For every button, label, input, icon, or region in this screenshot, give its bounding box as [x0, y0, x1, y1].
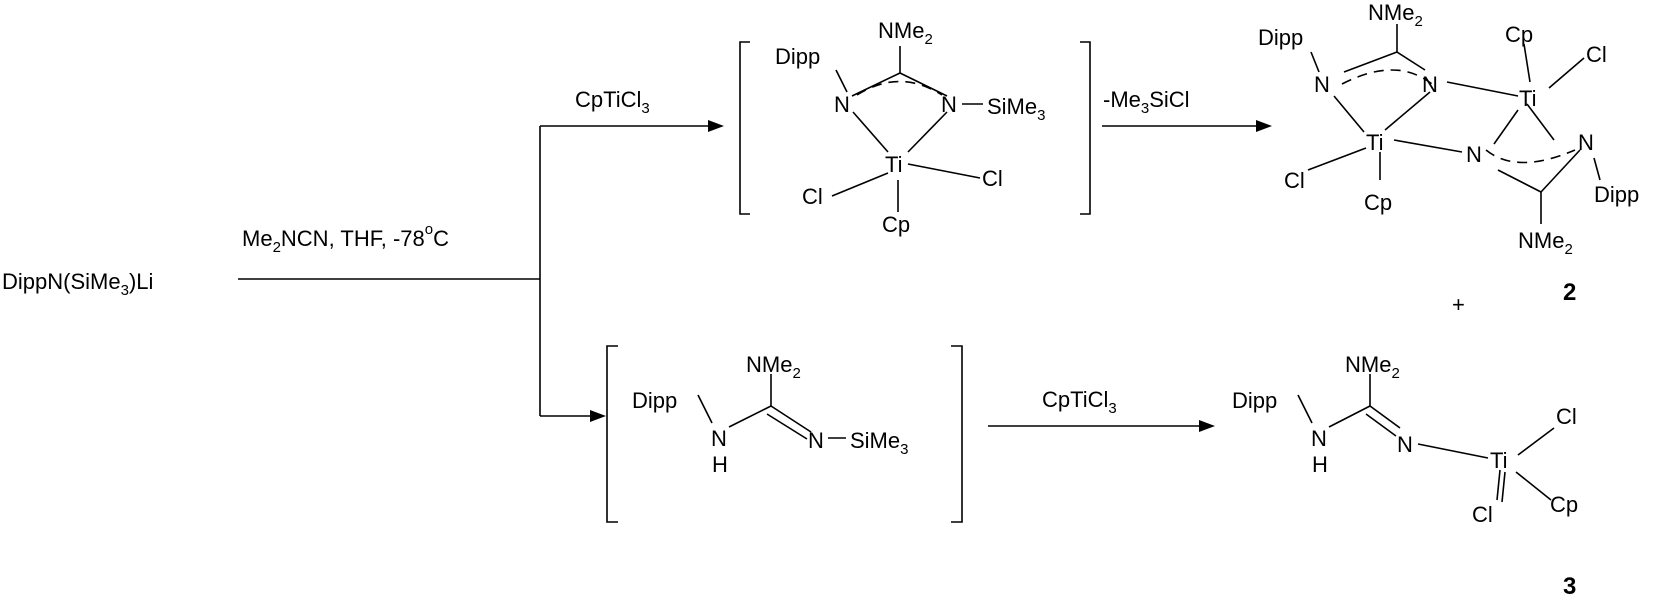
bond: [1497, 169, 1542, 193]
bond: [1446, 81, 1519, 97]
atom-nme2: NMe2: [1368, 0, 1423, 30]
atom-dipp: Dipp: [775, 44, 820, 69]
plus-sign: +: [1452, 292, 1465, 317]
bond: [1515, 471, 1552, 501]
bond: [1593, 157, 1601, 181]
bond: [770, 405, 812, 433]
atom-n: N: [941, 92, 957, 117]
atom-dipp: Dipp: [1232, 388, 1277, 413]
bond: [1369, 405, 1401, 429]
atom-n: N: [1397, 432, 1413, 457]
atom-sime3: SiMe3: [987, 94, 1045, 124]
atom-sime3: SiMe3: [850, 428, 908, 458]
atom-n: N: [808, 428, 824, 453]
delocalized-bond: [856, 80, 943, 96]
bond: [1307, 147, 1367, 171]
bond: [835, 69, 848, 93]
bond: [1384, 91, 1431, 131]
bond: [851, 72, 901, 97]
arrowhead-bottom-right: [1199, 420, 1215, 432]
arrowhead-top: [708, 120, 724, 132]
compound-3-label: 3: [1563, 573, 1576, 600]
atom-n: N: [1422, 72, 1438, 97]
delocalized-bond: [1341, 69, 1433, 85]
atom-cp: Cp: [1550, 492, 1578, 517]
bond: [1517, 427, 1555, 456]
bracket-right-top: [1080, 41, 1091, 215]
atom-cl: Cl: [1284, 168, 1305, 193]
atom-n: N: [711, 426, 727, 451]
bond: [1396, 51, 1426, 71]
arrowhead-bottom: [590, 410, 606, 422]
bond: [1328, 405, 1371, 428]
atom-cl: Cl: [1472, 502, 1493, 527]
bond: [1297, 394, 1313, 424]
delocalized-bond: [1485, 149, 1576, 164]
atom-h: H: [712, 452, 728, 477]
atom-ti: Ti: [1490, 448, 1508, 473]
compound-2-label: 2: [1563, 279, 1576, 306]
bracket-left-bottom: [606, 345, 618, 523]
bond: [728, 405, 772, 428]
scheme-lines: [238, 24, 1601, 523]
atom-nme2: NMe2: [878, 18, 933, 48]
atom-cp: Cp: [1364, 190, 1392, 215]
bond: [899, 72, 948, 97]
atom-n: N: [1578, 130, 1594, 155]
bond: [1333, 95, 1365, 133]
atom-h: H: [1312, 452, 1328, 477]
reagent-bottom: CpTiCl3: [1042, 387, 1117, 417]
atom-cl: Cl: [802, 184, 823, 209]
atom-n: N: [1314, 72, 1330, 97]
bond: [831, 172, 889, 197]
atom-nme2: NMe2: [746, 352, 801, 382]
bond-double: [766, 413, 808, 440]
bond: [1523, 43, 1531, 83]
atom-ti: Ti: [1366, 130, 1384, 155]
bond: [1526, 103, 1555, 141]
arrowhead-elimination: [1256, 120, 1272, 132]
conditions-label: Me2NCN, THF, -78oC: [242, 221, 449, 256]
atom-dipp: Dipp: [1258, 25, 1303, 50]
bracket-left-top: [739, 41, 750, 215]
reactant-label: DippN(SiMe3)Li: [2, 269, 153, 299]
elimination-label: -Me3SiCl: [1103, 87, 1190, 117]
bond: [1496, 469, 1501, 501]
arrowheads: [590, 120, 1272, 432]
atom-nme2: NMe2: [1345, 352, 1400, 382]
bond: [1548, 57, 1585, 89]
atom-dipp: Dipp: [632, 388, 677, 413]
bond-double: [1365, 413, 1397, 437]
bond: [852, 111, 889, 153]
atom-cl: Cl: [982, 166, 1003, 191]
bond: [1493, 109, 1519, 145]
atom-n: N: [834, 92, 850, 117]
bond: [1393, 139, 1463, 153]
bond: [1501, 471, 1506, 503]
bond: [907, 163, 981, 179]
bond: [907, 111, 948, 153]
atom-cp: Cp: [882, 212, 910, 237]
atom-n: N: [1311, 426, 1327, 451]
atom-ti: Ti: [1519, 86, 1537, 111]
bracket-right-bottom: [951, 345, 963, 523]
atom-n: N: [1466, 142, 1482, 167]
reagent-top: CpTiCl3: [575, 87, 650, 117]
bond: [697, 394, 713, 424]
atom-ti: Ti: [885, 152, 903, 177]
bond: [1540, 149, 1581, 193]
atom-cl: Cl: [1586, 42, 1607, 67]
atom-dipp: Dipp: [1594, 182, 1639, 207]
atom-cl: Cl: [1556, 404, 1577, 429]
bond: [1310, 51, 1320, 73]
bond: [1343, 51, 1398, 73]
atom-nme2: NMe2: [1518, 228, 1573, 258]
bond: [1417, 443, 1489, 459]
atom-cp: Cp: [1505, 22, 1533, 47]
